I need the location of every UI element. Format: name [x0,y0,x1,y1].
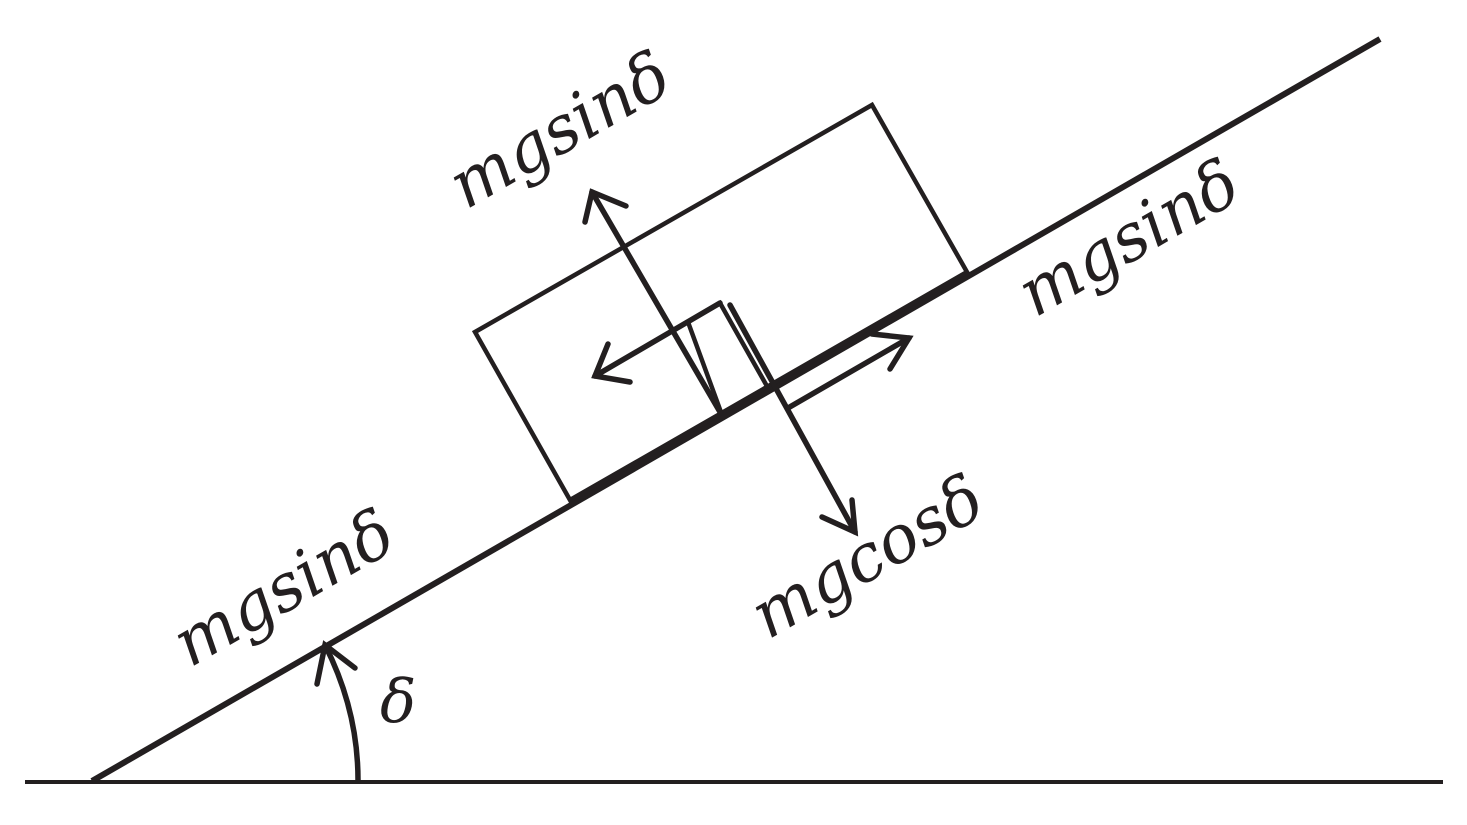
perpendicular-component-arrow-head [819,497,859,537]
incline-line [90,36,1382,784]
friction-arrow-head [591,341,633,385]
normal-force-arrow-shaft [589,189,723,415]
parallel-component-arrow-shaft [785,335,912,411]
parallel-component-label: mgsinδ [160,494,408,682]
normal-force-label: mgsinδ [436,36,684,224]
angle-symbol: δ [380,667,416,737]
block [471,101,971,504]
parallel-component-arrow-head [869,331,914,372]
friction-label: mgsinδ [1005,144,1253,332]
angle-arc [322,642,361,783]
angle-arc-arrow-head [314,640,358,687]
normal-force-arrow-head [582,188,629,225]
friction-arrow-shaft [592,300,723,379]
perpendicular-component-label: mgcosδ [738,460,997,654]
perpendicular-component-arrow-shaft [727,302,858,535]
